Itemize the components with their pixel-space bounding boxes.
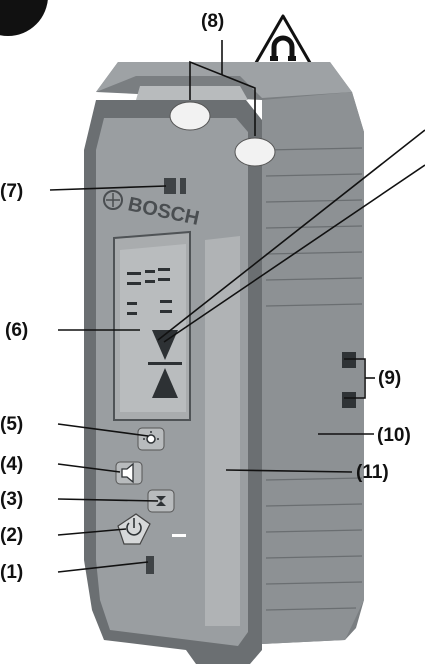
page-corner-badge <box>0 0 48 36</box>
volume-button[interactable] <box>115 461 143 485</box>
illumination-button[interactable] <box>137 427 165 451</box>
center-mark <box>164 178 176 194</box>
callout-8: (8) <box>201 11 224 32</box>
callout-11: (11) <box>356 462 389 483</box>
callout-4: (4) <box>0 454 23 475</box>
callout-2: (2) <box>0 525 23 546</box>
callout-1: (1) <box>0 562 23 583</box>
volume-icon <box>121 462 134 484</box>
side-mark-upper <box>342 352 356 368</box>
leader-lines <box>49 40 425 573</box>
side-mark-lower <box>342 392 356 408</box>
power-button[interactable] <box>117 513 151 545</box>
power-icon <box>126 518 142 536</box>
magnet-warning-icon <box>251 14 315 70</box>
callout-6: (6) <box>5 320 28 341</box>
display-panel <box>113 230 191 421</box>
illumination-icon <box>143 431 159 444</box>
status-led <box>172 534 186 537</box>
callout-5: (5) <box>0 414 23 435</box>
side-ribs <box>265 147 363 611</box>
magnet-right <box>234 137 276 167</box>
bosch-logo-icon <box>103 190 123 210</box>
accuracy-icon <box>156 496 166 506</box>
magnet-left <box>169 101 211 131</box>
callout-3: (3) <box>0 489 23 510</box>
callout-10: (10) <box>377 425 411 446</box>
callout-9: (9) <box>378 368 401 389</box>
callout-7: (7) <box>0 181 23 202</box>
marking-notch <box>146 556 154 574</box>
